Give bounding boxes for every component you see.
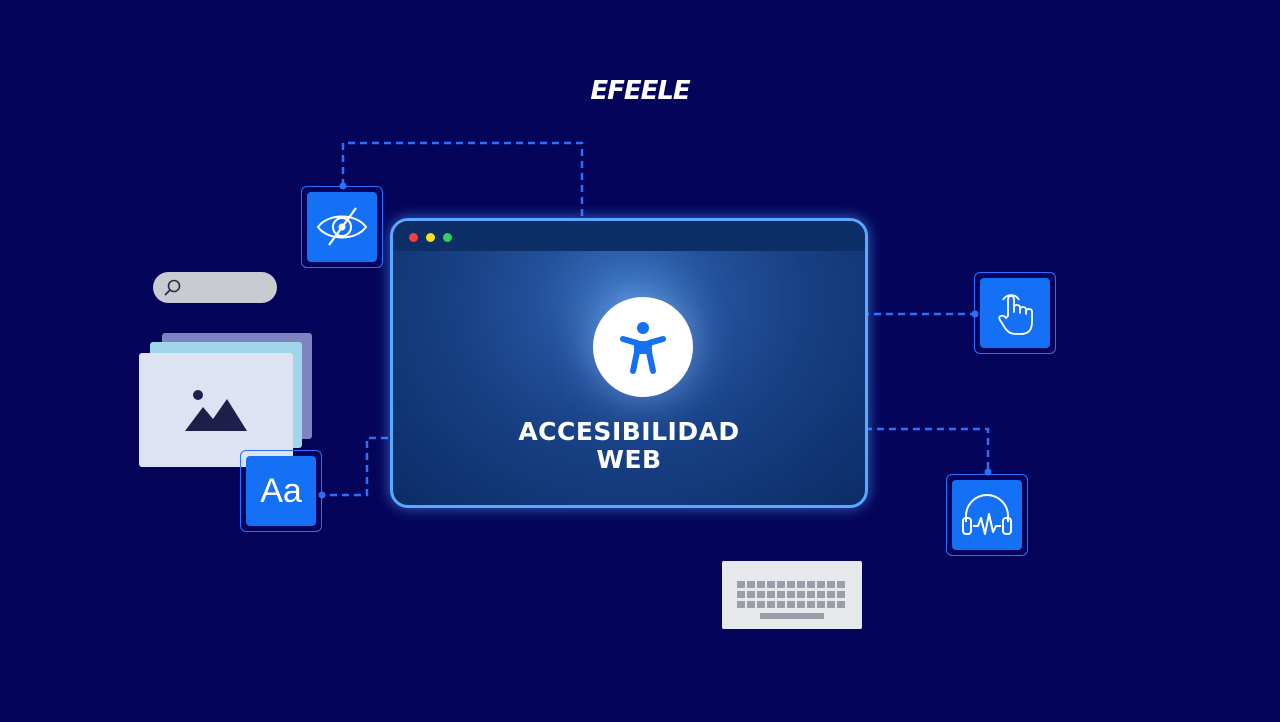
keyboard-keys (737, 581, 845, 619)
browser-titlebar (393, 221, 865, 251)
search-icon (164, 279, 181, 296)
window-maximize-dot (443, 233, 452, 242)
accessibility-person-icon (620, 322, 666, 374)
hero-title-line1: ACCESIBILIDAD (518, 417, 740, 446)
keyboard (722, 561, 862, 629)
audio-feature-box (946, 474, 1028, 556)
hero-title: ACCESIBILIDAD WEB (393, 418, 865, 474)
font-feature-box: Aa (240, 450, 322, 532)
brand-logo: EFEELE (590, 76, 690, 106)
window-minimize-dot (426, 233, 435, 242)
search-bar (153, 272, 277, 303)
touch-feature-box (974, 272, 1056, 354)
headphones-audio-icon (962, 494, 1012, 535)
accessibility-badge (593, 297, 693, 397)
hero-title-line2: WEB (596, 445, 662, 474)
image-icon (185, 390, 247, 431)
font-size-icon: Aa (260, 471, 302, 510)
window-close-dot (409, 233, 418, 242)
eye-visibility-icon (316, 207, 368, 246)
gallery-card-front (139, 353, 293, 467)
browser-window: ACCESIBILIDAD WEB (390, 218, 868, 508)
vision-feature-box (301, 186, 383, 268)
touch-hand-icon (998, 294, 1033, 335)
